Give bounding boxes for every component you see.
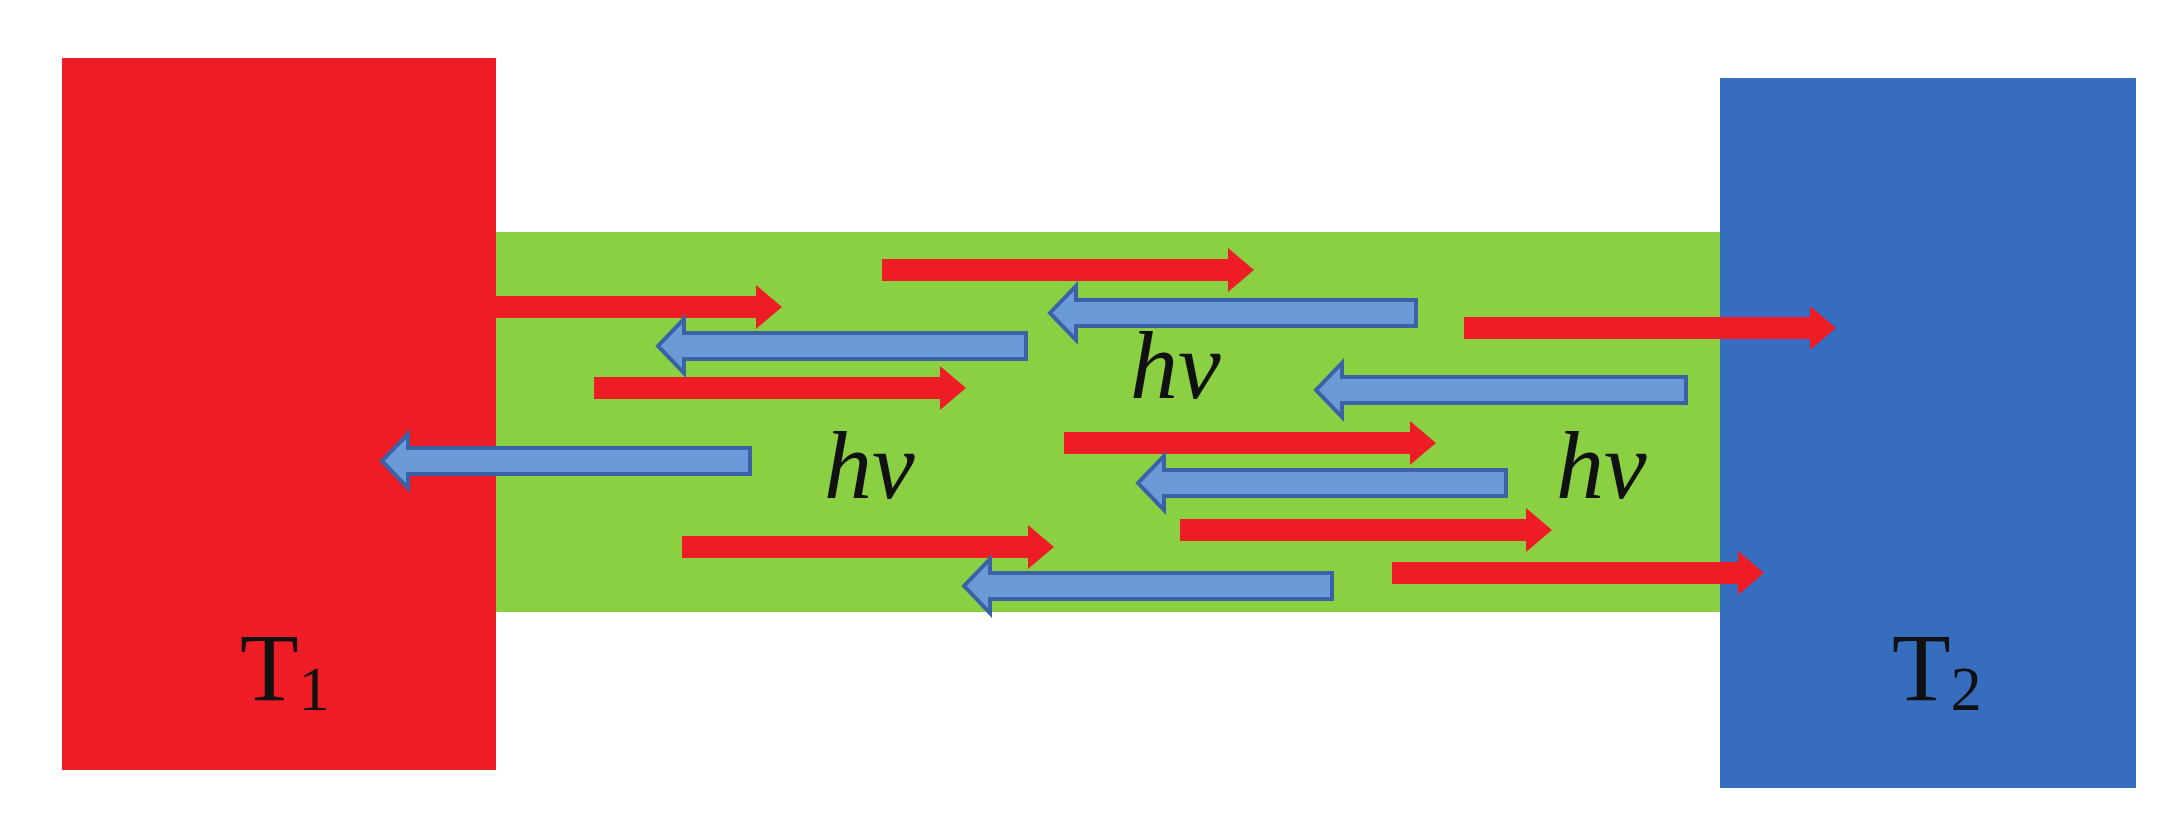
leftward-arrow-2: [655, 314, 1028, 378]
photon-arrows: [379, 248, 1836, 618]
leftward-arrow-4: [379, 429, 752, 493]
hot-label-main: T: [240, 614, 299, 721]
photon-label-1: hν: [1130, 312, 1221, 419]
photon-label-2: hν: [824, 412, 915, 519]
medium-band: [494, 232, 1724, 612]
hot-label-sub: 1: [299, 656, 330, 724]
rightward-arrow-1: [494, 285, 782, 329]
rightward-arrow-4: [594, 366, 966, 410]
cold-label-main: T: [1892, 614, 1951, 721]
rightward-arrow-8: [1392, 551, 1764, 595]
leftward-arrow-6: [961, 554, 1334, 618]
leftward-arrow-5: [1135, 451, 1508, 515]
rightward-arrow-7: [1180, 508, 1552, 552]
leftward-arrow-3: [1313, 358, 1688, 422]
rightward-arrow-3: [1464, 306, 1836, 350]
rightward-arrow-5: [1064, 421, 1436, 465]
rightward-arrow-6: [682, 525, 1054, 569]
hot-reservoir-label: T1: [240, 614, 330, 724]
cold-reservoir-block: [1720, 78, 2136, 788]
cold-label-sub: 2: [1951, 656, 1982, 724]
cold-reservoir-label: T2: [1892, 614, 1982, 724]
photon-label-3: hν: [1556, 412, 1647, 519]
hot-reservoir-block: [62, 58, 496, 770]
rightward-arrow-2: [882, 248, 1254, 292]
leftward-arrow-1: [1047, 281, 1418, 345]
